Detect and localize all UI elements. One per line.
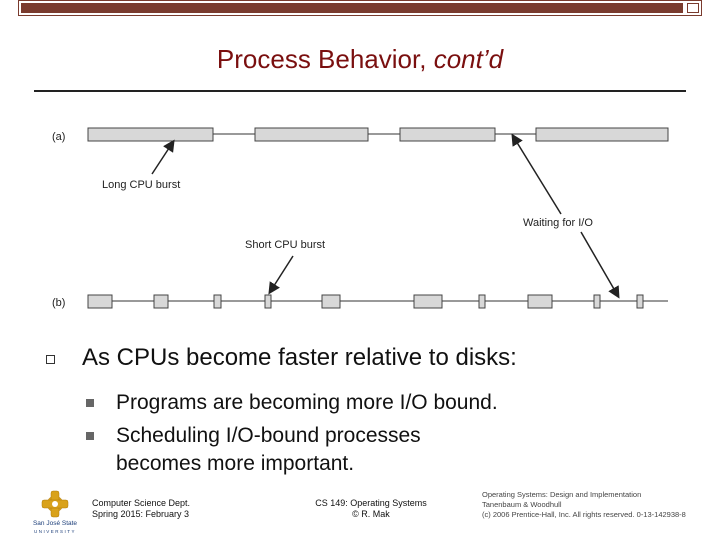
footer-course-line1: CS 149: Operating Systems	[315, 498, 427, 508]
footer-credit: Operating Systems: Design and Implementa…	[482, 490, 686, 520]
short-burst-5	[321, 294, 341, 309]
footer-dept: Computer Science Dept. Spring 2015: Febr…	[92, 498, 190, 520]
footer-credit-line3: (c) 2006 Prentice-Hall, Inc. All rights …	[482, 510, 686, 519]
long-burst-label: Long CPU burst	[102, 179, 180, 191]
slide-title: Process Behavior, cont’d	[0, 44, 720, 75]
label-b: (b)	[52, 297, 65, 309]
sub-bullet-1: Programs are becoming more I/O bound.	[116, 391, 498, 414]
long-burst-3	[399, 127, 496, 142]
long-burst-4	[535, 127, 669, 142]
short-burst-6	[413, 294, 443, 309]
banner-corner-box	[687, 3, 699, 13]
short-burst-arrow	[268, 255, 294, 295]
short-burst-4	[264, 294, 272, 309]
short-burst-10	[636, 294, 644, 309]
long-burst-2	[254, 127, 369, 142]
sub-bullet-2: Scheduling I/O-bound processes	[116, 424, 421, 447]
short-burst-9	[593, 294, 601, 309]
footer-dept-line2: Spring 2015: February 3	[92, 509, 190, 519]
university-logo: San José State UNIVERSITY	[33, 490, 77, 534]
top-banner	[18, 0, 702, 16]
title-rule	[34, 90, 686, 92]
waiting-arrow-up	[511, 133, 562, 215]
sub-bullet-icon	[86, 432, 94, 440]
footer-dept-line1: Computer Science Dept.	[92, 498, 191, 508]
title-italic: cont’d	[433, 44, 504, 74]
banner-fill	[21, 3, 683, 13]
title-main: Process Behavior,	[216, 44, 434, 74]
footer-credit-line1: Operating Systems: Design and Implementa…	[482, 490, 642, 499]
main-bullet-icon	[46, 355, 55, 364]
short-burst-3	[213, 294, 222, 309]
logo-subtext: UNIVERSITY	[34, 529, 76, 534]
short-burst-7	[478, 294, 486, 309]
logo-text: San José State	[33, 520, 77, 527]
footer-credit-line2: Tanenbaum & Woodhull	[482, 500, 562, 509]
main-bullet-text: As CPUs become faster relative to disks:	[82, 344, 517, 371]
sub-bullet-2-continued: becomes more important.	[116, 452, 355, 475]
short-burst-label: Short CPU burst	[245, 239, 325, 251]
short-burst-2	[153, 294, 169, 309]
footer-course-line2: © R. Mak	[352, 509, 390, 519]
long-burst-arrow	[151, 139, 175, 175]
long-burst-1	[87, 127, 214, 142]
sub-bullet-icon	[86, 399, 94, 407]
footer-course: CS 149: Operating Systems © R. Mak	[306, 498, 436, 520]
waiting-arrow-down	[580, 231, 620, 299]
cpu-burst-diagram: (a) (b) Long CPU burst Waiting for I/O S…	[52, 127, 669, 309]
waiting-label: Waiting for I/O	[523, 217, 593, 229]
short-burst-8	[527, 294, 553, 309]
label-a: (a)	[52, 131, 65, 143]
short-burst-1	[87, 294, 113, 309]
